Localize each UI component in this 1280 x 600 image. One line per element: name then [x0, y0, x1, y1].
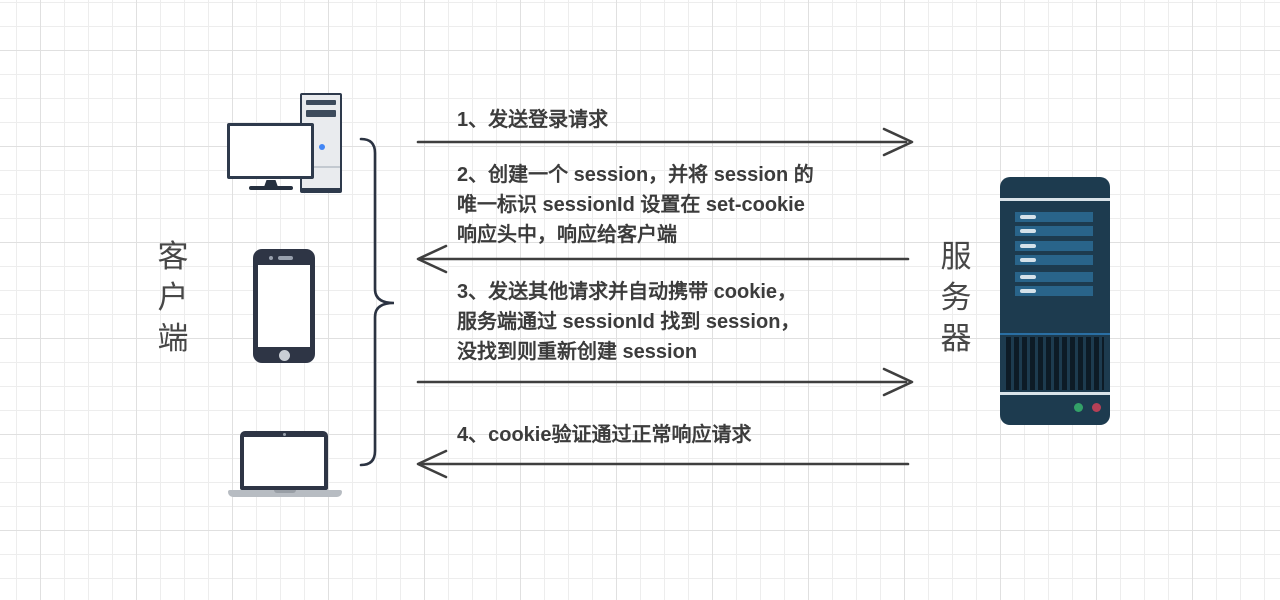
client-label: 客户端 [157, 239, 189, 356]
server-slot-bar [1015, 272, 1093, 282]
server-slot-bar [1015, 212, 1093, 222]
server-slot-bar [1015, 241, 1093, 251]
laptop-webcam-dot [283, 433, 286, 436]
phone-home-button [279, 350, 290, 361]
laptop-display [244, 437, 324, 486]
laptop-base [228, 490, 342, 497]
step-2-label: 2、创建一个 session，并将 session 的 唯一标识 session… [457, 164, 814, 246]
server-slot-bar [1015, 226, 1093, 236]
slot-dash [1020, 244, 1036, 248]
laptop-icon [228, 431, 342, 498]
slot-dash [1020, 289, 1036, 293]
step-2-arrow-left [416, 244, 910, 274]
smartphone-icon [253, 249, 315, 363]
slot-dash [1020, 275, 1036, 279]
monitor-base [249, 186, 293, 190]
server-slot-bar [1015, 286, 1093, 296]
tower-power-led [319, 144, 325, 150]
step-1-arrow-right [416, 127, 914, 157]
server-rack-icon [1000, 177, 1110, 425]
monitor-screen [227, 123, 314, 179]
step-4-arrow-left [416, 449, 910, 479]
server-label: 服务器 [940, 239, 972, 356]
client-group-brace [359, 137, 395, 467]
server-led-green [1074, 403, 1083, 412]
server-bottom-line [1000, 392, 1110, 395]
server-led-red [1092, 403, 1101, 412]
server-vent-grille [1006, 337, 1104, 390]
tower-drive-bay [306, 100, 336, 105]
laptop-base-notch [274, 490, 296, 493]
slot-dash [1020, 229, 1036, 233]
server-top-line [1000, 198, 1110, 201]
step-3-arrow-right [416, 367, 914, 397]
server-slot-bar [1015, 255, 1093, 265]
slot-dash [1020, 215, 1036, 219]
tower-divider [302, 166, 340, 168]
phone-screen [258, 265, 310, 347]
laptop-screen-frame [240, 431, 328, 490]
phone-camera-dot [269, 256, 273, 260]
step-1-label: 1、发送登录请求 [457, 109, 609, 131]
tower-drive-bay [306, 110, 336, 117]
slot-dash [1020, 258, 1036, 262]
step-4-label: 4、cookie验证通过正常响应请求 [457, 424, 752, 446]
server-divider-line [1000, 333, 1110, 335]
step-3-label: 3、发送其他请求并自动携带 cookie， 服务端通过 sessionId 找到… [457, 281, 801, 363]
monitor-stand [264, 180, 278, 187]
desktop-computer-icon [226, 93, 342, 193]
phone-speaker-slot [278, 256, 293, 260]
